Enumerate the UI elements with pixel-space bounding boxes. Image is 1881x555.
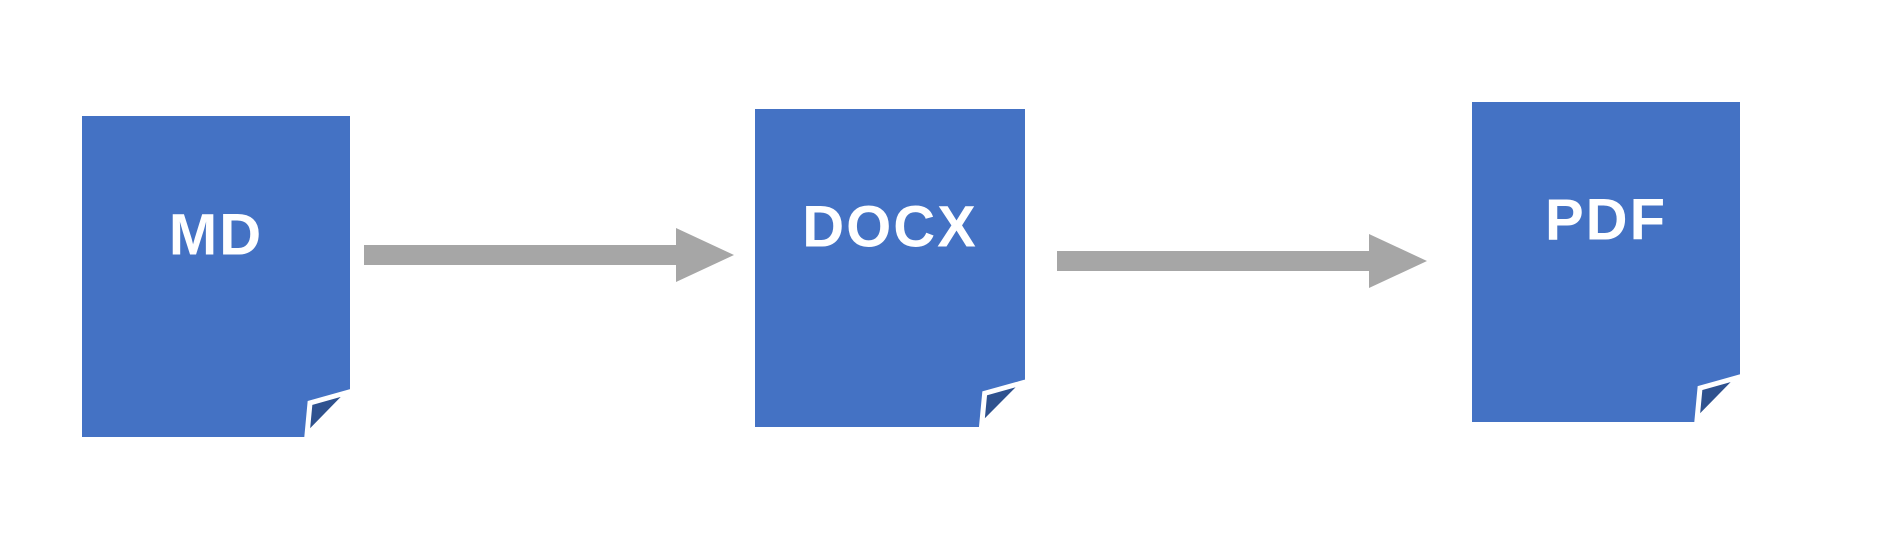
arrow-md-to-docx: [364, 228, 734, 282]
file-node-label-pdf: PDF: [1545, 187, 1667, 253]
folded-corner: [978, 379, 1025, 427]
document-page: [755, 109, 1025, 427]
arrow-docx-to-pdf: [1057, 234, 1427, 288]
folded-document-icon: [82, 116, 350, 437]
right-arrow-icon: [364, 228, 734, 282]
folded-corner: [1694, 374, 1740, 422]
document-page: [82, 116, 350, 437]
right-arrow-icon: [1057, 234, 1427, 288]
file-node-md: MD: [82, 116, 350, 437]
folded-document-icon: [755, 109, 1025, 427]
file-node-label-md: MD: [168, 202, 264, 268]
folded-document-icon: [1472, 102, 1740, 422]
document-page: [1472, 102, 1740, 422]
file-node-docx: DOCX: [755, 109, 1025, 427]
file-node-pdf: PDF: [1472, 102, 1740, 422]
folded-corner: [304, 389, 350, 437]
file-node-label-docx: DOCX: [802, 194, 978, 260]
